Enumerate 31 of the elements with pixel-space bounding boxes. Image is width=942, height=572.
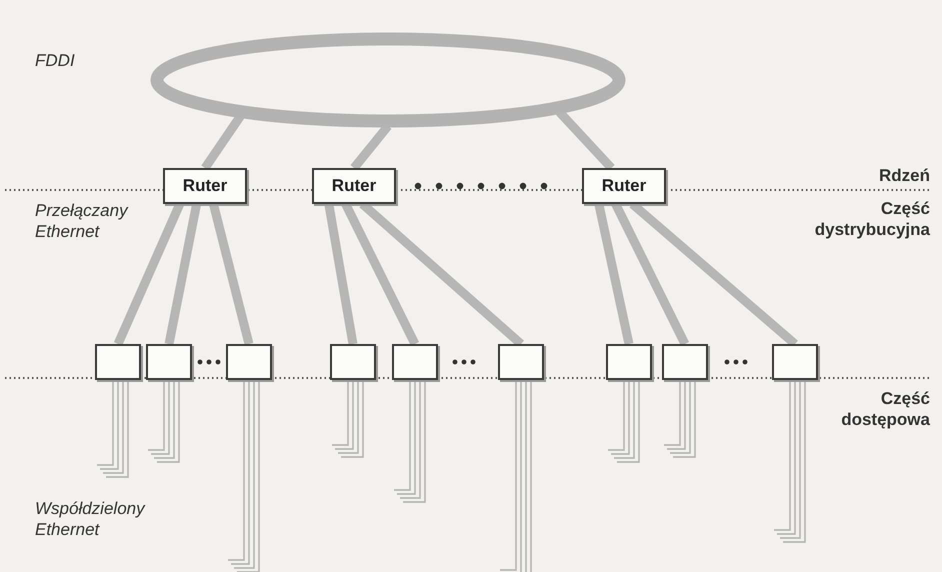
cable-bundle [607,381,640,463]
section-label: Przełączany Ethernet [35,200,130,242]
link-line [594,203,634,345]
switch-box [606,344,652,380]
section-label: Rdzeń [878,165,930,186]
router-box: Ruter [582,168,666,204]
switch-box [662,344,708,380]
section-label: Część dostępowa [840,388,930,430]
section-label: FDDI [35,50,76,72]
cable-bundle [147,381,180,463]
section-label: Współdzielony Ethernet [35,498,146,540]
cable-bundle [393,381,426,503]
switch-box [146,344,192,380]
switch-box [772,344,818,380]
cable-bundle [663,381,696,458]
switch-box [330,344,376,380]
switch-box [392,344,438,380]
cable-bundle [227,381,260,572]
fddi-ring [150,32,626,128]
switch-box [498,344,544,380]
cable-bundle [499,381,532,572]
link-line [324,203,358,345]
switch-box [226,344,272,380]
link-line [164,203,202,345]
cable-bundle [96,381,129,478]
router-box: Ruter [163,168,247,204]
section-label: Część dystrybucyjna [814,198,930,240]
router-box: Ruter [312,168,396,204]
switch-box [95,344,141,380]
cable-bundle [331,381,364,458]
cable-bundle [773,381,806,543]
